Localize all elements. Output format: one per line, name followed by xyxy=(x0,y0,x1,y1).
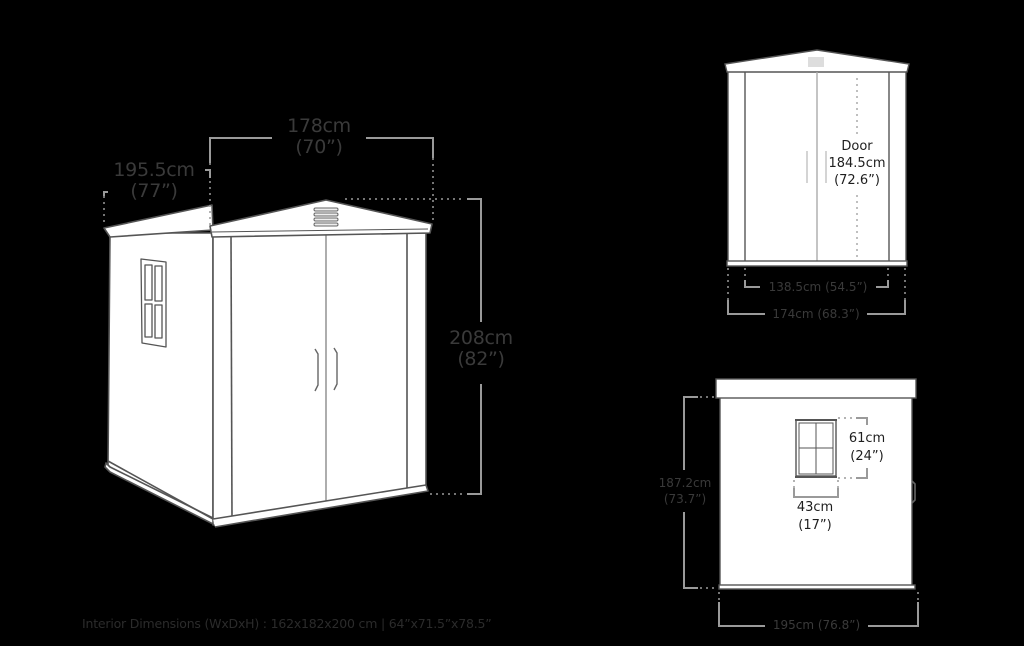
depth-dimension-label: 195.5cm (77”) xyxy=(104,160,204,202)
window-width-imperial: (17”) xyxy=(798,517,832,533)
roof-vent-icon xyxy=(313,207,339,227)
perspective-shed xyxy=(103,199,433,528)
side-depth-label: 195cm (76.8”) xyxy=(772,618,861,632)
window-height-imperial: (24”) xyxy=(850,448,884,464)
side-height-label: 187.2cm (73.7”) xyxy=(650,475,720,507)
window-width-label: 43cm (17”) xyxy=(790,499,840,534)
width-dimension-label: 178cm (70”) xyxy=(272,116,366,158)
door-handles-icon xyxy=(314,347,338,392)
perspective-dimension-lines xyxy=(103,137,482,495)
side-height-imperial: (73.7”) xyxy=(663,492,707,507)
front-base xyxy=(726,260,908,267)
front-total-width-label: 174cm (68.3”) xyxy=(772,307,860,321)
side-base xyxy=(718,584,916,590)
front-dimension-lines xyxy=(727,280,906,315)
door-title: Door xyxy=(841,139,873,154)
shed-front-wall xyxy=(212,232,427,526)
depth-metric: 195.5cm xyxy=(113,159,195,181)
interior-dimensions-footer: Interior Dimensions (WxDxH) : 162x182x20… xyxy=(82,616,492,631)
height-imperial: (82”) xyxy=(457,347,505,370)
side-shed xyxy=(715,378,917,590)
front-shed xyxy=(724,49,910,267)
window-height-label: 61cm (24”) xyxy=(842,430,892,465)
front-door-handles-icon xyxy=(806,151,827,183)
door-imperial: (72.6”) xyxy=(834,172,880,188)
side-dimension-lines xyxy=(683,396,919,627)
side-window-front-icon xyxy=(795,419,837,478)
width-metric: 178cm xyxy=(287,115,351,137)
door-metric: 184.5cm xyxy=(828,155,886,171)
side-window-icon xyxy=(140,258,167,348)
front-vent-icon xyxy=(808,57,824,67)
door-height-label: Door 184.5cm (72.6”) xyxy=(824,139,890,190)
window-width-metric: 43cm xyxy=(796,500,834,515)
height-dimension-label: 208cm (82”) xyxy=(436,328,526,370)
width-imperial: (70”) xyxy=(295,135,343,158)
perspective-extension-lines xyxy=(103,158,465,495)
door-width-label: 138.5cm (54.5”) xyxy=(768,280,868,294)
side-handle-icon xyxy=(911,480,916,504)
window-height-metric: 61cm xyxy=(848,431,886,446)
side-height-metric: 187.2cm xyxy=(658,476,712,490)
depth-imperial: (77”) xyxy=(130,179,178,202)
side-roof xyxy=(715,378,917,399)
height-metric: 208cm xyxy=(449,327,513,349)
